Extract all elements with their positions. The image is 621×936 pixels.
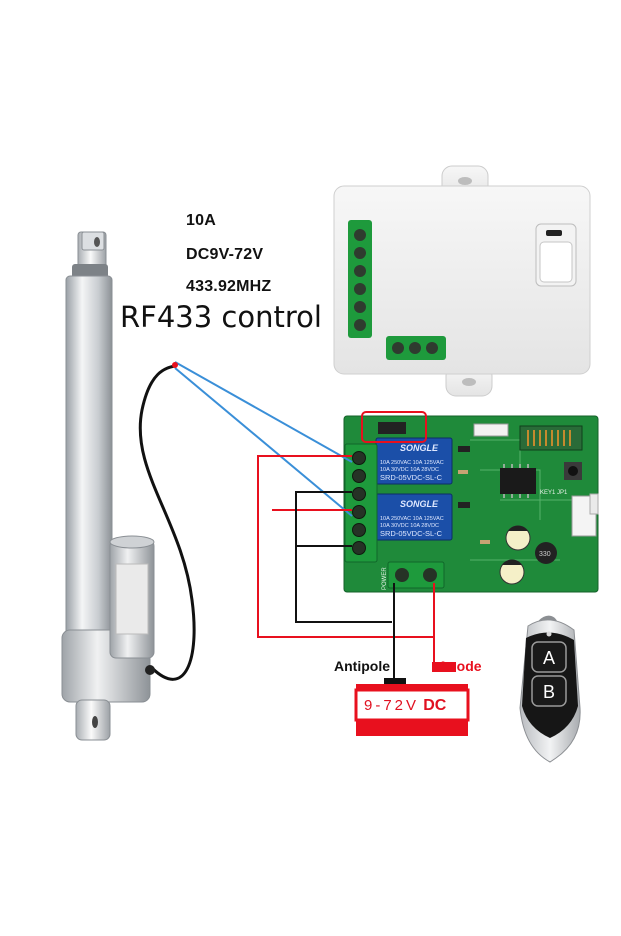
bottom-tab-hole	[462, 378, 476, 386]
battery-body-top	[356, 684, 468, 690]
actuator-tube	[65, 275, 113, 657]
wire-split-point	[172, 362, 178, 368]
remote-led	[546, 631, 552, 637]
resistor-1	[458, 470, 468, 474]
dc-battery	[354, 662, 470, 736]
actuator-cable	[138, 364, 196, 681]
power-label: POWER	[382, 567, 388, 590]
battery-positive-post	[432, 662, 456, 672]
mcu-pins	[503, 464, 529, 498]
board-side-label: KEY1 JP1	[540, 490, 568, 496]
motor-label	[115, 563, 149, 635]
box-left-screws	[354, 229, 366, 331]
negative-wires	[295, 491, 395, 680]
relay-1-brand: SONGLE	[400, 443, 439, 453]
receiver-enclosure	[333, 165, 591, 397]
box-learn-button	[539, 241, 573, 283]
receiver-pcb	[343, 411, 599, 593]
battery-negative-post	[384, 678, 406, 686]
battery-voltage: 9-72V	[364, 697, 420, 714]
spec-voltage: DC9V-72V	[186, 246, 264, 263]
relay-1-rating-2: 10A 30VDC 10A 28VDC	[380, 467, 439, 473]
relay-1-rating-1: 10A 250VAC 10A 125VAC	[380, 460, 444, 466]
spec-current: 10A	[186, 212, 216, 229]
battery-voltage-text: 9-72V DC	[364, 697, 446, 715]
relay-1-model: SRD-05VDC-SL-C	[380, 473, 443, 482]
capacitor-2-mark	[502, 559, 522, 565]
remote-button-a: A	[543, 648, 555, 668]
antenna-connector	[473, 423, 509, 437]
relay-2-rating-1: 10A 250VAC 10A 125VAC	[380, 516, 444, 522]
positive-wires	[257, 455, 435, 666]
mcu-chip	[500, 468, 536, 494]
pcb-traces	[470, 430, 580, 561]
rod-mount-hole	[94, 237, 100, 247]
inductor-label: 330	[539, 551, 551, 558]
jumper-highlight	[361, 411, 427, 443]
inductor	[535, 542, 557, 564]
relay-2-brand: SONGLE	[400, 499, 439, 509]
battery-body-bottom	[356, 720, 468, 736]
relay-2-model: SRD-05VDC-SL-C	[380, 529, 443, 538]
remote-control	[519, 615, 581, 763]
enclosure-body	[333, 185, 591, 375]
diode-1	[458, 446, 470, 452]
side-connector-tab	[589, 493, 599, 515]
rf-coil	[527, 430, 571, 446]
box-bottom-screws	[392, 342, 438, 354]
spec-frequency: 433.92MHZ	[186, 278, 272, 295]
antipole-label: Antipole	[334, 658, 390, 674]
cable-grommet	[145, 665, 155, 675]
power-screw-neg	[395, 568, 409, 582]
box-left-terminal-strip	[348, 220, 372, 338]
pcb-left-screws	[352, 451, 366, 555]
motor-endcap	[109, 535, 155, 549]
box-led-slot	[546, 230, 562, 236]
jumper-block	[378, 422, 406, 434]
power-screw-pos	[423, 568, 437, 582]
diagram-title: RF433 control	[120, 300, 322, 334]
diode-2	[458, 502, 470, 508]
remote-button-b: B	[543, 682, 555, 702]
battery-unit: DC	[423, 697, 447, 714]
relay-2-text: SONGLE 10A 250VAC 10A 125VAC 10A 30VDC 1…	[380, 499, 444, 538]
remote-button-a-cap	[531, 641, 567, 673]
linear-actuator	[61, 231, 196, 741]
actuator-rod-end	[81, 231, 105, 251]
bottom-mount-hole	[92, 716, 98, 728]
anode-label: Anode	[438, 658, 482, 674]
top-tab-hole	[458, 177, 472, 185]
resistor-2	[480, 540, 490, 544]
relay-2-rating-2: 10A 30VDC 10A 28VDC	[380, 523, 439, 529]
learn-button-cap	[568, 466, 578, 476]
relay-1-text: SONGLE 10A 250VAC 10A 125VAC 10A 30VDC 1…	[380, 443, 444, 482]
remote-button-b-cap	[531, 675, 567, 707]
capacitor-1-mark	[508, 525, 528, 531]
